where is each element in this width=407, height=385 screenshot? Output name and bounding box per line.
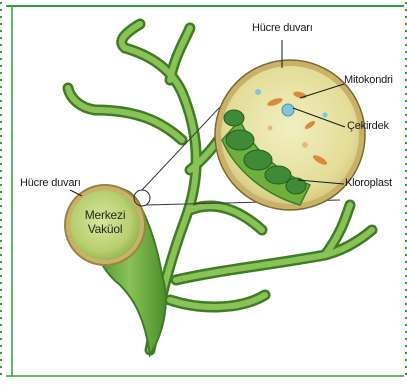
label-nucleus: Çekirdek: [347, 120, 389, 132]
label-vacuole-line2: Vaküol: [88, 222, 123, 236]
label-central-vacuole: Merkezi Vaküol: [80, 208, 130, 236]
page-border: [1, 2, 406, 378]
label-cell-wall-left: Hücre duvarı: [20, 177, 81, 189]
label-mitochondria: Mitokondri: [344, 74, 393, 86]
label-vacuole-line1: Merkezi: [85, 208, 126, 222]
label-chloroplast: Kloroplast: [345, 177, 392, 189]
label-cell-wall-top: Hücre duvarı: [252, 22, 313, 34]
magnified-view: [215, 60, 365, 210]
